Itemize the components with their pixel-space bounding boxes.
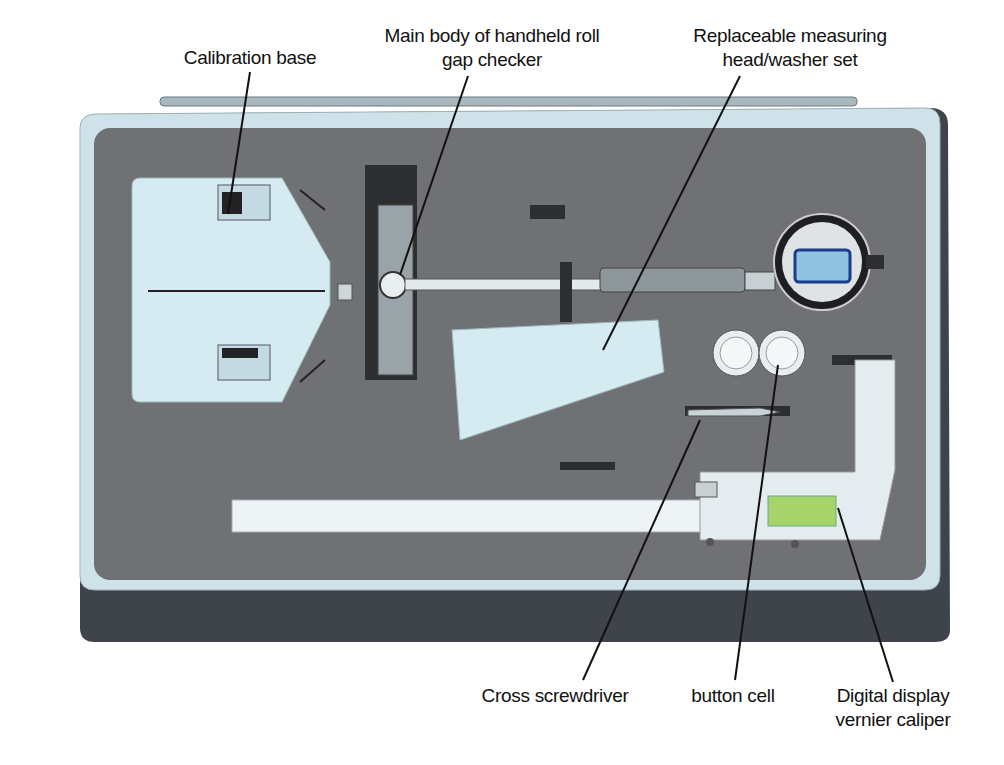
- measuring-ball: [380, 272, 406, 298]
- body-cutout: [365, 165, 417, 380]
- dial-display: [795, 250, 850, 282]
- leader-line: [735, 365, 778, 680]
- dial-indicator: [774, 214, 870, 310]
- part-label: button cell: [663, 684, 803, 708]
- base-slot: [218, 345, 270, 380]
- leader-line: [603, 76, 740, 350]
- rod-clamp: [745, 272, 775, 290]
- base-slot: [218, 185, 270, 220]
- button-cell-face: [720, 337, 752, 369]
- case-side: [80, 108, 950, 642]
- screwdriver: [688, 408, 780, 416]
- foam-cutout: [685, 406, 790, 416]
- part-label: Main body of handheld roll gap checker: [370, 24, 615, 72]
- case-rod: [160, 97, 857, 106]
- foam-cutout: [560, 462, 615, 470]
- base-pin: [338, 284, 352, 300]
- cutout-edge: [300, 190, 325, 210]
- button-cell-face: [766, 337, 798, 369]
- part-label: Replaceable measuring head/washer set: [673, 24, 908, 72]
- base-slot: [222, 348, 258, 358]
- measuring-head-set: [452, 320, 664, 440]
- base-slot: [222, 192, 242, 214]
- base-groove: [148, 290, 325, 292]
- part-label: Calibration base: [150, 46, 350, 70]
- caliper-screw: [791, 540, 799, 548]
- leader-line: [400, 76, 468, 275]
- leader-line: [583, 420, 700, 680]
- button-cell: [713, 330, 759, 376]
- dial-stem: [866, 255, 884, 269]
- rod: [405, 279, 605, 290]
- caliper-beam: [232, 500, 712, 532]
- button-cell: [759, 330, 805, 376]
- leader-lines: [228, 72, 893, 682]
- foam-cutout: [530, 205, 565, 219]
- cutout-edge: [300, 360, 325, 382]
- leader-line: [228, 72, 250, 214]
- rod-sleeve: [600, 268, 745, 292]
- foam-tray: [94, 128, 926, 580]
- caliper-display: [768, 496, 836, 526]
- foam-cutout: [560, 262, 572, 322]
- dial-face: [782, 222, 862, 302]
- caliper-head: [700, 360, 895, 540]
- part-label: Digital display vernier caliper: [828, 684, 958, 732]
- caliper-lock: [695, 482, 717, 497]
- calibration-base: [132, 178, 330, 402]
- part-label: Cross screwdriver: [455, 684, 655, 708]
- case-rim: [80, 108, 940, 590]
- leader-line: [838, 508, 893, 682]
- caliper-screw: [706, 538, 714, 546]
